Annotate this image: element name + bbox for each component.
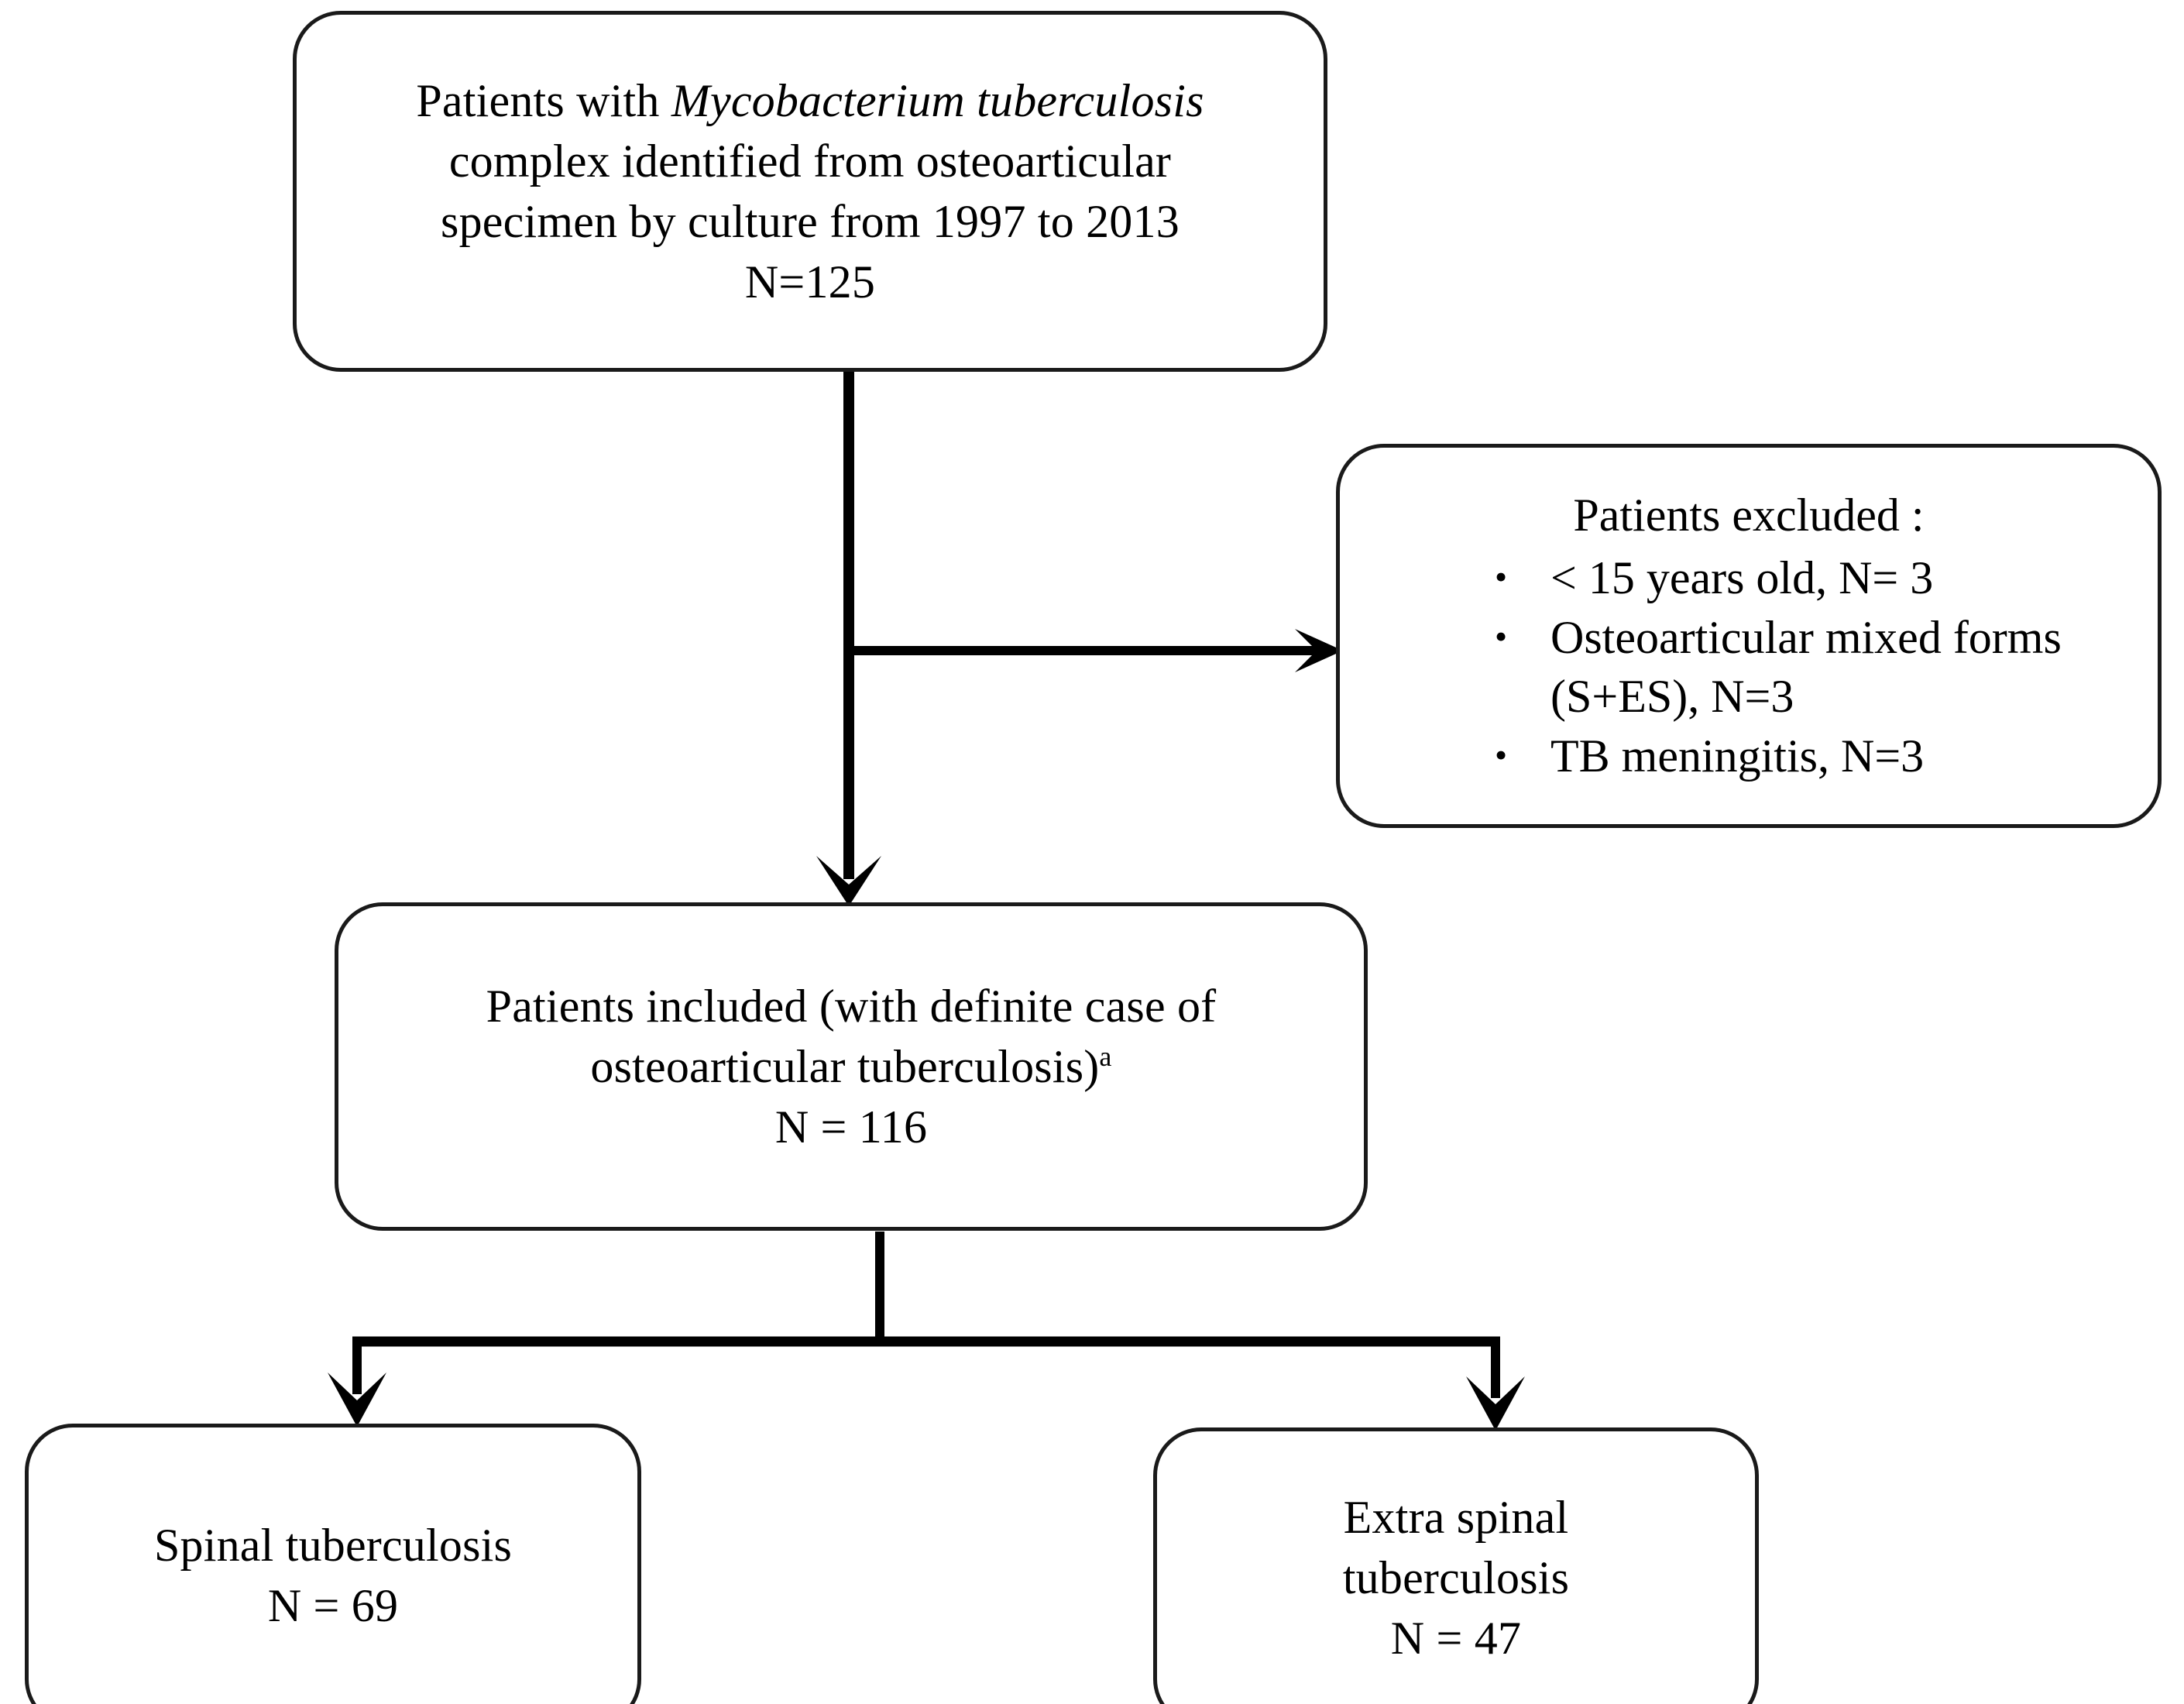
bullet-icon: • [1495, 735, 1508, 775]
node-spinal-tuberculosis-text: Spinal tuberculosis N = 69 [134, 1515, 532, 1636]
source-count: N=125 [744, 256, 876, 307]
node-patients-excluded[interactable]: Patients excluded : • < 15 years old, N= … [1336, 444, 2162, 828]
included-count: N = 116 [774, 1101, 928, 1153]
source-line1-italic: Mycobacterium tuberculosis [671, 75, 1204, 126]
excluded-reason-list: • < 15 years old, N= 3 • Osteoarticular mi… [1340, 548, 2158, 786]
list-item: • < 15 years old, N= 3 [1495, 548, 2127, 608]
node-patients-included-text: Patients included (with definite case of… [466, 976, 1237, 1157]
source-line1-prefix: Patients with [416, 75, 671, 126]
arrowhead-into-excluded [1295, 629, 1343, 672]
included-footnote-marker: a [1099, 1041, 1112, 1072]
included-line1: Patients included (with definite case of [486, 981, 1217, 1032]
spinal-count: N = 69 [267, 1580, 399, 1631]
arrowhead-into-spinal [328, 1372, 386, 1427]
list-item: • TB meningitis, N=3 [1495, 727, 2127, 786]
extra-spinal-line1: Extra spinal [1343, 1491, 1569, 1543]
spinal-label: Spinal tuberculosis [153, 1520, 513, 1571]
arrowhead-into-extra-spinal [1466, 1376, 1525, 1431]
node-source-population[interactable]: Patients with Mycobacterium tuberculosis… [293, 11, 1327, 372]
source-line2: complex identified from osteoarticular [448, 136, 1172, 187]
node-source-population-text: Patients with Mycobacterium tuberculosis… [396, 70, 1224, 312]
excluded-reason-text: Osteoarticular mixed forms (S+ES), N=3 [1550, 611, 2062, 723]
extra-spinal-line2: tuberculosis [1342, 1551, 1570, 1603]
arrowhead-into-included [816, 856, 881, 906]
bullet-icon: • [1495, 556, 1508, 596]
excluded-reason-text: < 15 years old, N= 3 [1550, 551, 1934, 603]
included-line2: osteoarticular tuberculosis) [590, 1041, 1100, 1092]
excluded-title: Patients excluded : [1573, 490, 1925, 541]
source-line3: specimen by culture from 1997 to 2013 [441, 196, 1180, 247]
bullet-icon: • [1495, 616, 1508, 656]
node-patients-included[interactable]: Patients included (with definite case of… [335, 902, 1368, 1231]
node-extra-spinal-tuberculosis-text: Extra spinal tuberculosis N = 47 [1323, 1487, 1589, 1668]
node-extra-spinal-tuberculosis[interactable]: Extra spinal tuberculosis N = 47 [1153, 1427, 1759, 1704]
list-item: • Osteoarticular mixed forms (S+ES), N=3 [1495, 608, 2127, 727]
node-spinal-tuberculosis[interactable]: Spinal tuberculosis N = 69 [25, 1424, 641, 1704]
extra-spinal-count: N = 47 [1390, 1612, 1522, 1664]
excluded-reason-text: TB meningitis, N=3 [1550, 730, 1925, 782]
